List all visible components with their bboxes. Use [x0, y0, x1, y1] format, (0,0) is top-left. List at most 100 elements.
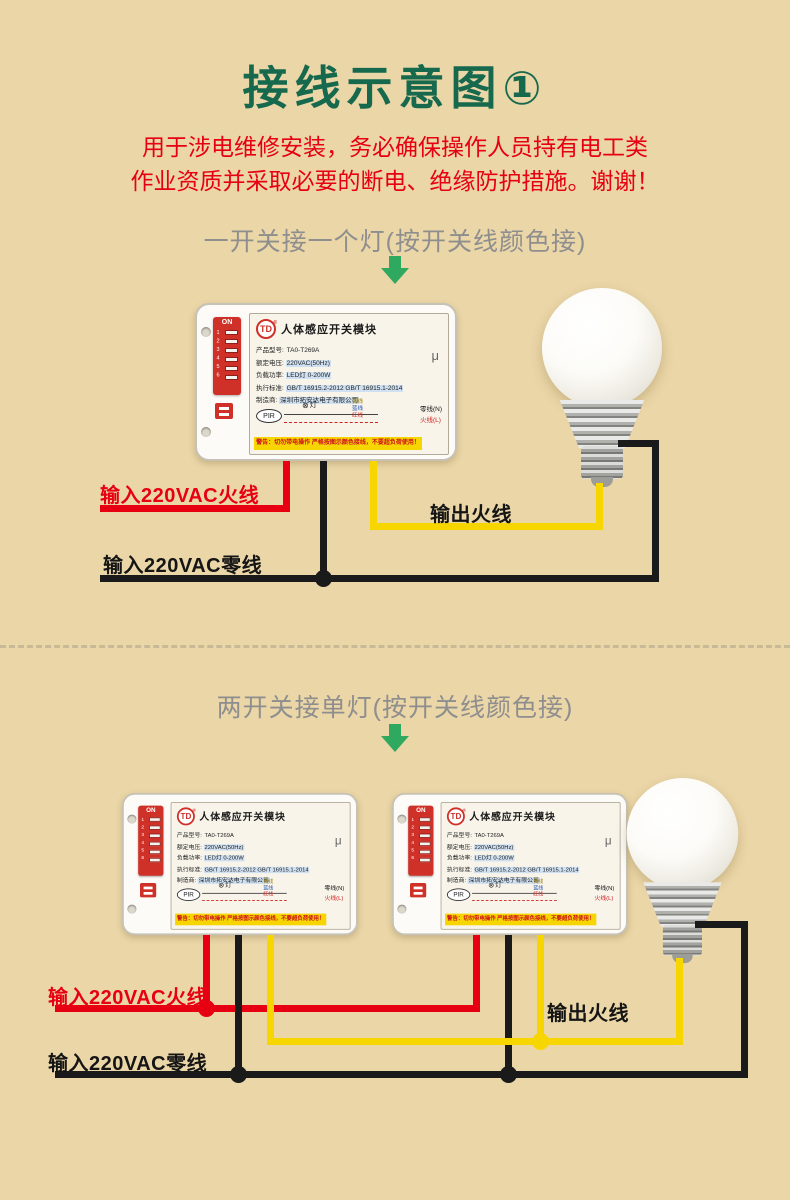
dip-sliders	[225, 330, 238, 380]
spec-line: 制造商: 深圳市拓安达电子有限公司	[256, 397, 360, 404]
module-title: 人体感应开关模块	[199, 811, 286, 823]
neutral-wire-bulb-1-v	[652, 440, 659, 582]
neutral-wire-bulb-2-h	[695, 921, 748, 928]
down-arrow-icon	[389, 724, 401, 737]
mounting-hole	[397, 814, 407, 824]
label-header: TD ® 人体感应开关模块	[176, 807, 286, 826]
relay-block	[410, 883, 427, 898]
output-wire-1-bulb	[596, 483, 603, 530]
live-input-wire-1	[100, 505, 290, 512]
product-label: TD ® 人体感应开关模块 产品型号: TA0-T269A 额定电压: 220V…	[170, 802, 351, 930]
mounting-hole	[201, 327, 211, 337]
down-arrow-icon	[381, 268, 409, 284]
spec-line: 额定电压: 220VAC(50Hz)	[256, 359, 331, 367]
spec-line: 执行标准: GB/T 16915.2-2012 GB/T 16915.1-201…	[446, 866, 580, 873]
sensor-module-2a: ON 123456 TD ® 人体感应开关模块 产品型号: TA0-T269A …	[122, 793, 358, 936]
wire-color-labels: 黄线 蓝线 红线	[533, 879, 544, 898]
spec-line: 负载功率: LED灯 0-200W	[446, 855, 515, 862]
spec-line: 产品型号: TA0-T269A	[176, 832, 234, 839]
neutral-wire-2b-v	[505, 935, 512, 1078]
sensor-switch-module: ON 123456 TD ® 人体感应开关模块 产品型号: TA0-T269A …	[195, 303, 457, 461]
bulb-glass	[626, 778, 739, 890]
product-label: TD ® 人体感应开关模块 产品型号: TA0-T269A 额定电压: 220V…	[440, 802, 621, 930]
label-live-input-2: 输入220VAC火线	[48, 987, 208, 1009]
label-live-output-1: 输出火线	[430, 504, 512, 526]
label-header: TD ® 人体感应开关模块	[256, 319, 377, 339]
bulb-contact-tip	[591, 477, 613, 487]
live-input-wire-2b-v	[473, 935, 480, 1012]
wire-color-labels: 黄线 蓝线 红线	[352, 399, 364, 419]
label-live-input-1: 输入220VAC火线	[100, 485, 260, 507]
spec-line: 负载功率: LED灯 0-200W	[256, 372, 332, 379]
neutral-input-wire-2	[55, 1071, 748, 1078]
label-neutral-input-1: 输入220VAC零线	[103, 555, 263, 577]
brand-text: TD	[260, 324, 272, 334]
spec-line: 产品型号: TA0-T269A	[446, 832, 504, 839]
mounting-hole	[127, 814, 137, 824]
spec-list: 产品型号: TA0-T269A 额定电压: 220VAC(50Hz) 负载功率:…	[177, 830, 310, 886]
live-input-wire-vertical-1	[283, 461, 290, 512]
spec-line: 产品型号: TA0-T269A	[256, 347, 320, 354]
neutral-input-wire-1	[100, 575, 659, 582]
spec-line: 负载功率: LED灯 0-200W	[176, 855, 245, 862]
neutral-wire-bulb-1-h	[618, 440, 659, 447]
dip-sliders	[419, 817, 431, 863]
wiring-pictogram: PIR ⊗灯 黄线 蓝线 红线 零线(N) 火线(L)	[256, 399, 442, 434]
mu-mark: μ	[431, 348, 440, 363]
dip-on-label: ON	[416, 807, 426, 814]
live-input-wire-2a-v	[203, 935, 210, 1012]
registered-mark: ®	[273, 320, 277, 326]
registered-mark: ®	[462, 808, 466, 814]
terminal-labels: 零线(N) 火线(L)	[594, 885, 615, 902]
output-wire-1-v	[370, 461, 377, 530]
light-bulb-2	[622, 778, 743, 969]
dip-on-label: ON	[221, 319, 233, 326]
warning-strip: 警告：切勿带电操作 严格按图示颜色接线，不要超负荷使用！	[445, 913, 597, 926]
bulb-glass	[542, 288, 662, 408]
wiring-pictogram: PIR ⊗灯 黄线 蓝线 红线 零线(N) 火线(L)	[176, 879, 345, 911]
sensor-module-1: ON 123456 TD ® 人体感应开关模块 产品型号: TA0-T269A …	[195, 303, 457, 461]
neutral-wire-2a-v	[235, 935, 242, 1078]
output-wire-2b-v	[537, 935, 544, 1045]
bulb-screw-base	[662, 924, 702, 956]
mounting-hole	[397, 904, 407, 914]
output-wire-2a-v	[267, 935, 274, 1045]
warning-strip: 警告：切勿带电操作 严格按图示颜色接线，不要超负荷使用！	[175, 913, 327, 926]
lamp-icon: ⊗灯	[218, 880, 232, 889]
pir-sensor-label: PIR	[256, 409, 282, 423]
pir-sensor-label: PIR	[446, 888, 471, 901]
light-bulb-1	[537, 288, 667, 493]
pictogram-line	[284, 414, 378, 415]
safety-warning-line1: 用于涉电维修安装，务必确保操作人员持有电工类	[142, 134, 648, 160]
dip-numbers: 123456	[410, 817, 416, 864]
registered-mark: ®	[192, 808, 196, 814]
brand-logo: TD ®	[256, 319, 277, 339]
junction-dot-neutral-2a	[230, 1066, 247, 1083]
sensor-switch-module: ON 123456 TD ® 人体感应开关模块 产品型号: TA0-T269A …	[122, 793, 358, 936]
dip-switch: ON 123456	[408, 805, 434, 876]
pictogram-line-dashed	[202, 900, 287, 901]
dip-switch: ON 123456	[138, 805, 164, 876]
spec-line: 执行标准: GB/T 16915.2-2012 GB/T 16915.1-201…	[256, 384, 404, 392]
spec-line: 执行标准: GB/T 16915.2-2012 GB/T 16915.1-201…	[176, 866, 310, 873]
terminal-labels: 零线(N) 火线(L)	[419, 406, 442, 425]
product-label: TD ® 人体感应开关模块 产品型号: TA0-T269A 额定电压: 220V…	[249, 313, 449, 455]
safety-warning-line2: 作业资质并采取必要的断电、绝缘防护措施。谢谢！	[130, 168, 660, 194]
pir-sensor-label: PIR	[176, 888, 201, 901]
label-neutral-input-2: 输入220VAC零线	[48, 1053, 208, 1075]
spec-line: 制造商: 深圳市拓安达电子有限公司	[176, 877, 270, 884]
mounting-hole	[201, 427, 211, 437]
label-header: TD ® 人体感应开关模块	[446, 807, 556, 826]
terminal-labels: 零线(N) 火线(L)	[324, 885, 345, 902]
brand-logo: TD ®	[446, 807, 466, 826]
relay-block	[140, 883, 157, 898]
output-wire-2-h	[267, 1038, 683, 1045]
module-title: 人体感应开关模块	[281, 324, 377, 336]
down-arrow-icon	[389, 256, 401, 269]
brand-text: TD	[180, 811, 192, 821]
junction-dot-neutral-1	[315, 570, 332, 587]
pictogram-line	[202, 892, 287, 894]
dip-numbers: 123456	[215, 330, 221, 381]
brand-logo: TD ®	[176, 807, 196, 826]
